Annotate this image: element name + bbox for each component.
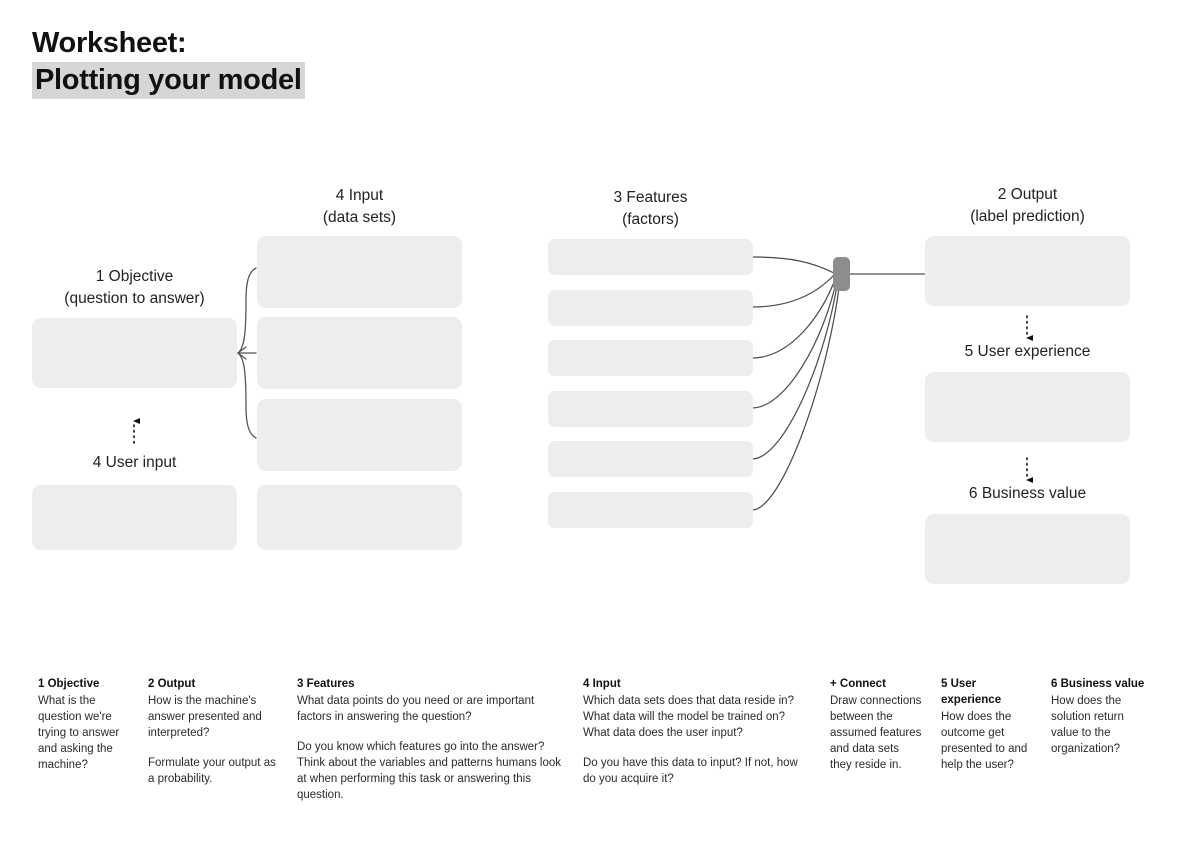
input-slot-1[interactable] bbox=[257, 236, 462, 308]
business-value-heading: 6 Business value bbox=[925, 483, 1130, 505]
input-slot-4[interactable] bbox=[257, 485, 462, 550]
features-slot-6[interactable] bbox=[548, 492, 753, 528]
output-heading-line-1: 2 Output bbox=[997, 186, 1058, 203]
legend-col-input: 4 Input Which data sets does that data r… bbox=[583, 676, 811, 787]
features-heading-line-2: (factors) bbox=[622, 211, 679, 228]
input-heading-line-2: (data sets) bbox=[322, 209, 397, 226]
legend-body-user-experience-0: How does the outcome get presented to an… bbox=[941, 711, 1028, 771]
connect-node[interactable] bbox=[833, 257, 850, 291]
page-title-line-1: Worksheet: bbox=[32, 27, 187, 59]
user-experience-heading-label: 5 User experience bbox=[964, 343, 1091, 360]
legend-title-output: 2 Output bbox=[148, 678, 196, 690]
legend-title-connect: + Connect bbox=[830, 678, 886, 690]
legend-body-output-0: How is the machine's answer presented an… bbox=[148, 695, 262, 739]
legend-col-connect: + Connect Draw connections between the a… bbox=[830, 676, 922, 773]
features-slot-1[interactable] bbox=[548, 239, 753, 275]
legend-col-business-value: 6 Business value How does the solution r… bbox=[1051, 676, 1151, 757]
objective-heading-line-2: (question to answer) bbox=[64, 290, 205, 307]
features-heading-line-1: 3 Features bbox=[613, 189, 688, 206]
legend-col-output: 2 Output How is the machine's answer pre… bbox=[148, 676, 283, 787]
legend-body-objective-0: What is the question we're trying to ans… bbox=[38, 695, 120, 771]
input-slot-2[interactable] bbox=[257, 317, 462, 389]
features-slot-3[interactable] bbox=[548, 340, 753, 376]
legend-body-connect-0: Draw connections between the assumed fea… bbox=[830, 695, 922, 771]
output-slot-1[interactable] bbox=[925, 236, 1130, 306]
input-slot-3[interactable] bbox=[257, 399, 462, 471]
features-slot-4[interactable] bbox=[548, 391, 753, 427]
features-slot-2[interactable] bbox=[548, 290, 753, 326]
user-input-slot-1[interactable] bbox=[32, 485, 237, 550]
business-value-heading-label: 6 Business value bbox=[968, 485, 1087, 502]
user-experience-slot-1[interactable] bbox=[925, 372, 1130, 442]
user-input-heading: 4 User input bbox=[32, 452, 237, 474]
legend-body-input-0: Which data sets does that data reside in… bbox=[583, 695, 794, 739]
features-slot-5[interactable] bbox=[548, 441, 753, 477]
input-heading-line-1: 4 Input bbox=[335, 187, 384, 204]
business-value-slot-1[interactable] bbox=[925, 514, 1130, 584]
input-heading: 4 Input (data sets) bbox=[257, 185, 462, 229]
objective-heading: 1 Objective (question to answer) bbox=[32, 266, 237, 310]
legend-title-input: 4 Input bbox=[583, 678, 621, 690]
user-experience-heading: 5 User experience bbox=[925, 341, 1130, 363]
legend-title-features: 3 Features bbox=[297, 678, 355, 690]
legend-body-features-0: What data points do you need or are impo… bbox=[297, 695, 535, 723]
legend-col-features: 3 Features What data points do you need … bbox=[297, 676, 569, 803]
page-title-line-2: Plotting your model bbox=[32, 62, 305, 99]
legend-title-user-experience: 5 User experience bbox=[941, 678, 1002, 706]
legend-col-objective: 1 Objective What is the question we're t… bbox=[38, 676, 138, 773]
output-heading-line-2: (label prediction) bbox=[970, 208, 1085, 225]
input-to-objective-brace bbox=[237, 267, 257, 439]
legend-body-output-1: Formulate your output as a probability. bbox=[148, 757, 276, 785]
objective-heading-line-1: 1 Objective bbox=[95, 268, 174, 285]
user-input-heading-label: 4 User input bbox=[92, 454, 177, 471]
legend-body-features-1: Do you know which features go into the a… bbox=[297, 741, 562, 801]
legend-col-user-experience: 5 User experience How does the outcome g… bbox=[941, 676, 1033, 773]
output-heading: 2 Output (label prediction) bbox=[925, 184, 1130, 228]
worksheet-diagram: 1 Objective (question to answer) 4 User … bbox=[32, 184, 1130, 584]
legend-title-objective: 1 Objective bbox=[38, 678, 100, 690]
objective-slot-1[interactable] bbox=[32, 318, 237, 388]
features-heading: 3 Features (factors) bbox=[548, 187, 753, 231]
legend-body-input-1: Do you have this data to input? If not, … bbox=[583, 757, 798, 785]
legend-body-business-value-0: How does the solution return value to th… bbox=[1051, 695, 1124, 755]
legend-title-business-value: 6 Business value bbox=[1051, 678, 1145, 690]
features-to-connect-curves bbox=[751, 256, 841, 511]
page-title: Worksheet: Plotting your model bbox=[32, 26, 305, 99]
